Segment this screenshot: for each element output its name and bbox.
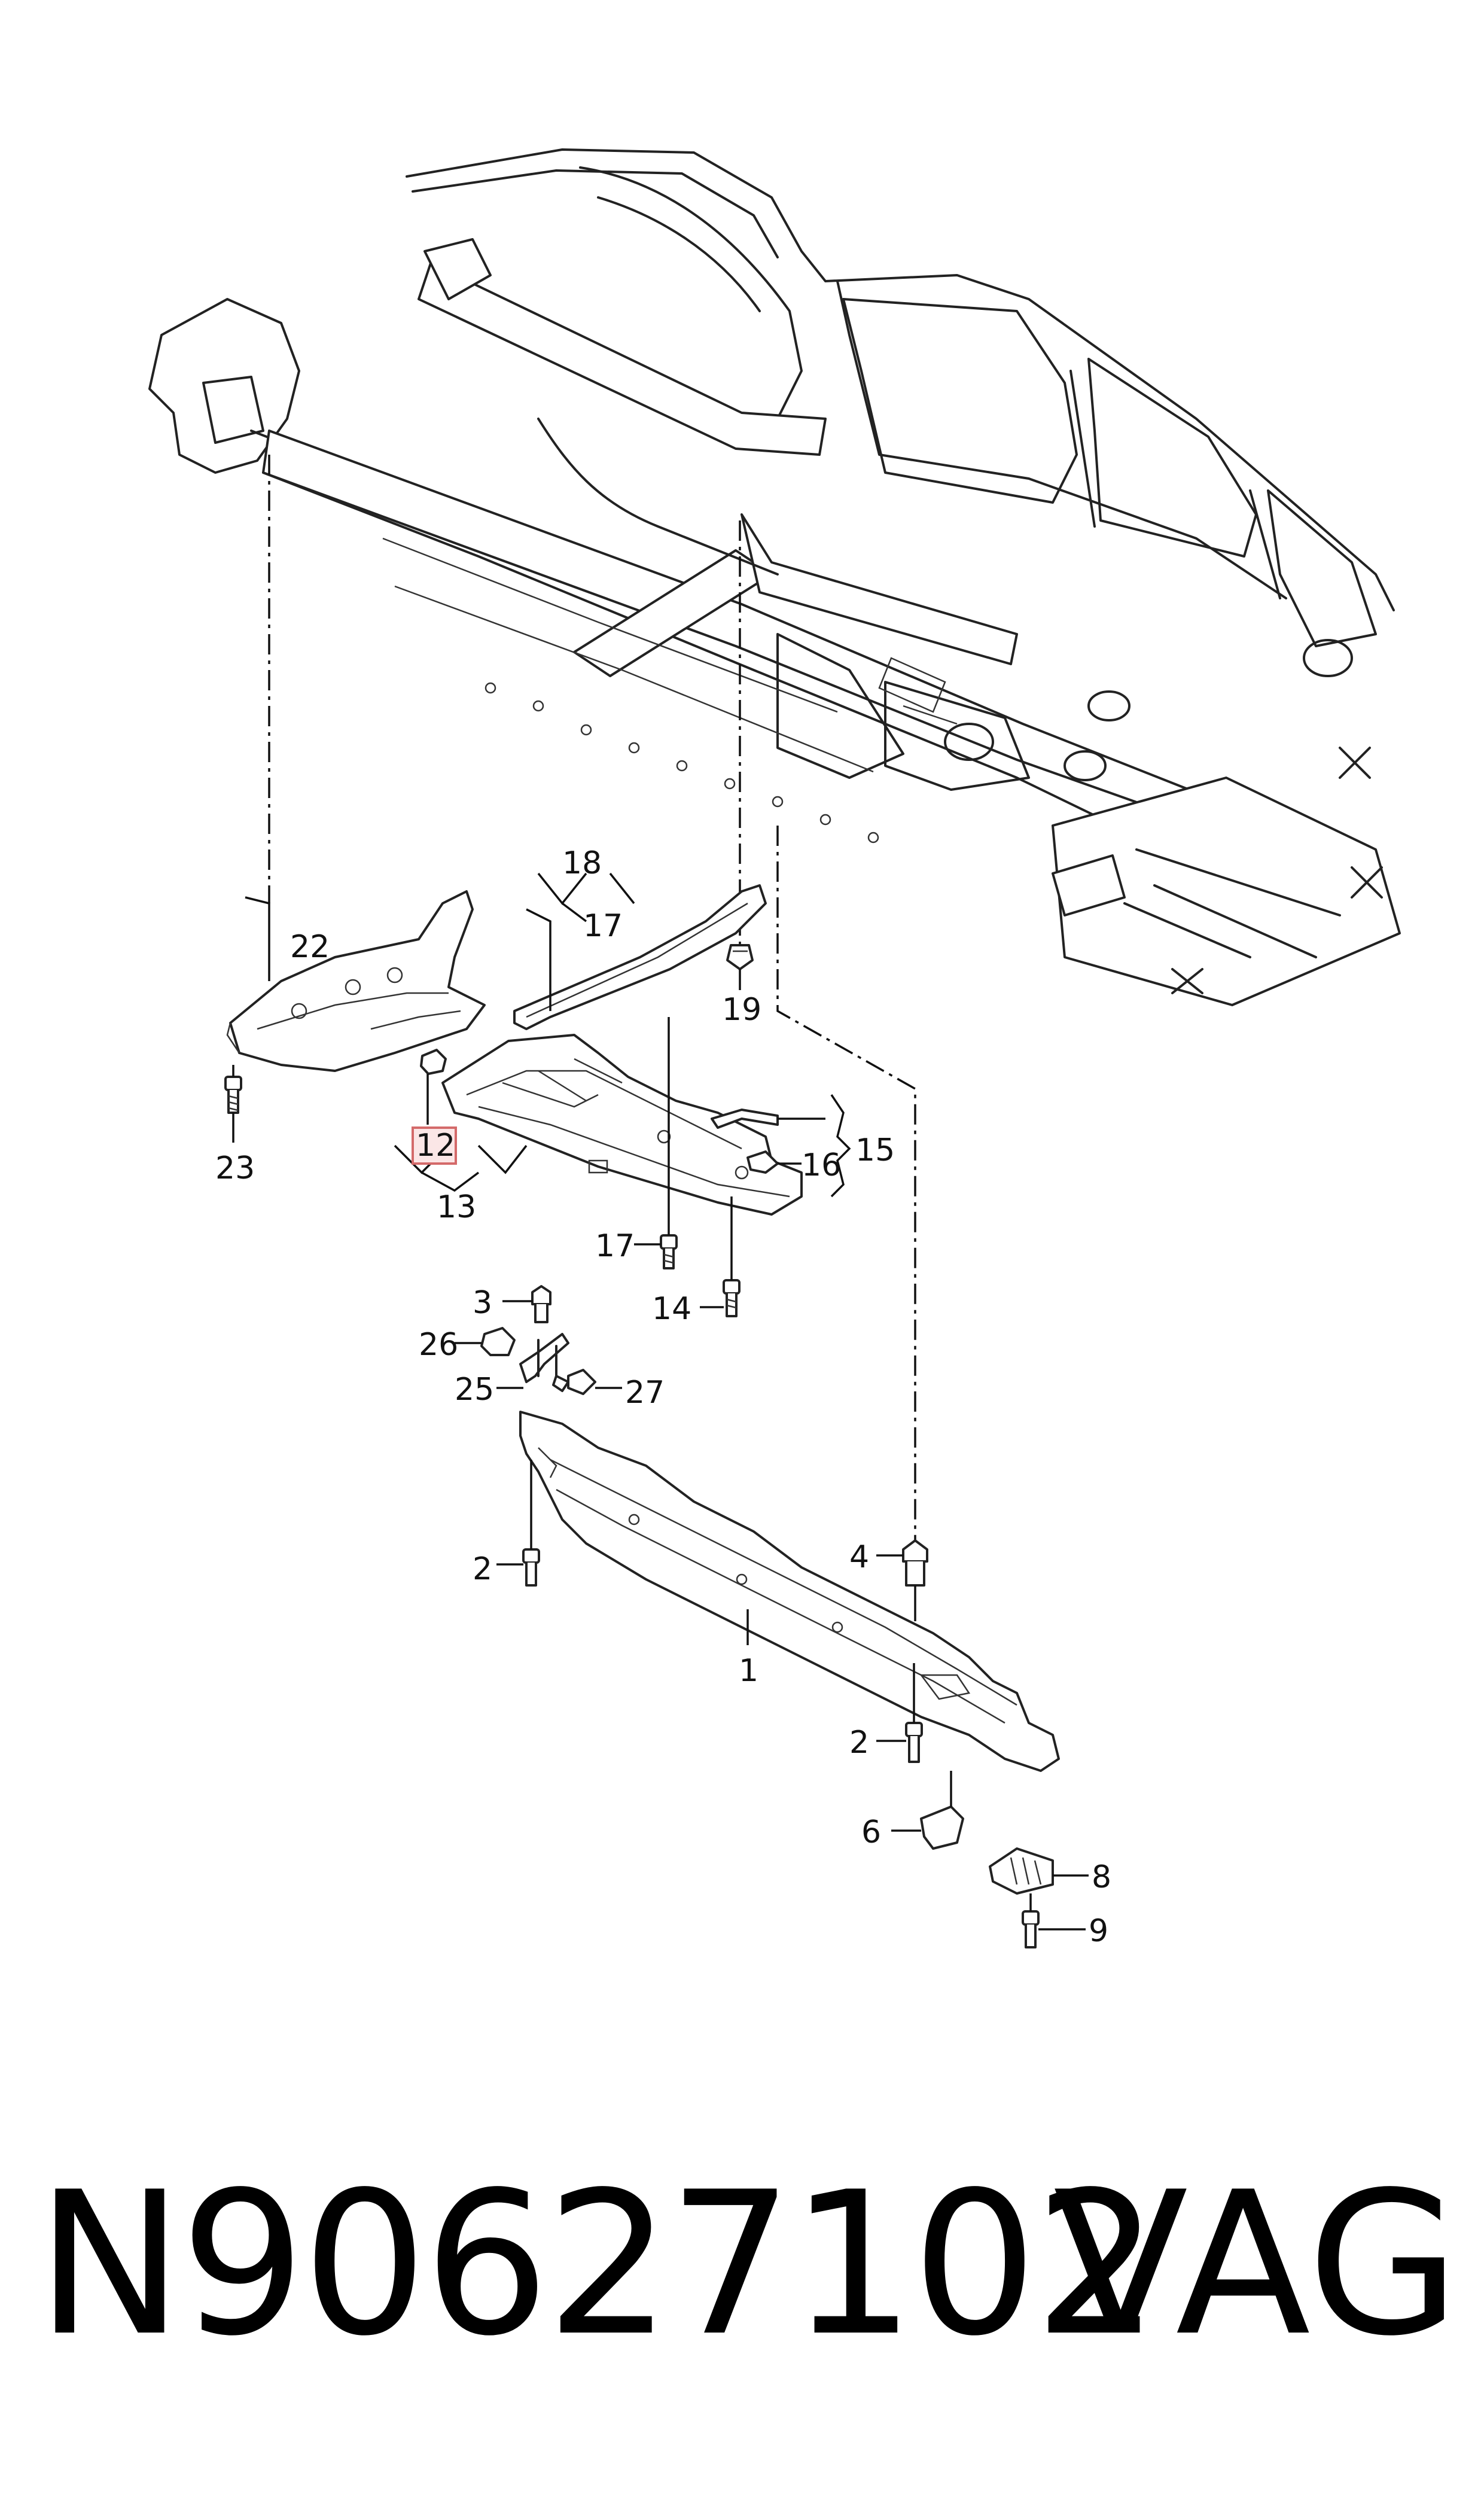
cap-6 bbox=[920, 1805, 964, 1850]
label-14: 14 bbox=[652, 1291, 691, 1327]
brand-name: VAG bbox=[1053, 2149, 1460, 2379]
label-17-bottom: 17 bbox=[595, 1228, 635, 1264]
part-1-sill-panel bbox=[519, 1411, 1060, 1772]
clip-12 bbox=[420, 1049, 447, 1075]
bolt-2-upper bbox=[522, 1548, 540, 1587]
label-3: 3 bbox=[473, 1285, 492, 1321]
label-19: 19 bbox=[722, 992, 761, 1028]
label-25: 25 bbox=[455, 1372, 494, 1408]
part-22-shield bbox=[226, 890, 486, 1072]
nut-19 bbox=[726, 944, 754, 970]
nut-26 bbox=[480, 1327, 516, 1356]
label-4: 4 bbox=[849, 1539, 869, 1575]
label-8: 8 bbox=[1092, 1859, 1111, 1895]
label-26: 26 bbox=[419, 1327, 458, 1363]
bracket-25 bbox=[519, 1333, 569, 1383]
highlight-12 bbox=[412, 1126, 457, 1165]
part-18-bracket bbox=[513, 884, 767, 1030]
label-12: 12 bbox=[416, 1128, 455, 1164]
car-underbody-illustration bbox=[148, 148, 1401, 1006]
footer: N90627102 VAG bbox=[0, 2166, 1484, 2417]
label-23: 23 bbox=[215, 1150, 255, 1186]
label-1: 1 bbox=[739, 1653, 758, 1689]
alignment-lines bbox=[268, 455, 916, 1555]
bolt-14 bbox=[723, 1279, 741, 1317]
parts-diagram: 22 23 18 17 19 12 13 bbox=[148, 148, 1401, 1949]
screw-4 bbox=[902, 1539, 928, 1587]
part-15-clip bbox=[711, 1109, 779, 1174]
label-13: 13 bbox=[437, 1189, 476, 1225]
dash-line-14 bbox=[776, 826, 916, 1555]
label-2-upper: 2 bbox=[473, 1551, 492, 1587]
label-27: 27 bbox=[625, 1375, 665, 1411]
label-18: 18 bbox=[562, 845, 602, 881]
bolt-9 bbox=[1022, 1910, 1040, 1948]
bolt-17 bbox=[660, 1234, 678, 1269]
label-15: 15 bbox=[855, 1132, 895, 1168]
part-number: N90627102 bbox=[36, 2149, 1160, 2379]
bolt-27 bbox=[552, 1369, 596, 1395]
label-22: 22 bbox=[290, 929, 330, 965]
label-16: 16 bbox=[802, 1147, 841, 1183]
bolt-2-lower bbox=[905, 1722, 923, 1763]
bolt-23 bbox=[224, 1076, 242, 1114]
label-6: 6 bbox=[861, 1814, 881, 1850]
part-13-center-shield bbox=[441, 1034, 803, 1216]
label-2-lower: 2 bbox=[849, 1725, 869, 1761]
bolt-3 bbox=[531, 1285, 551, 1323]
label-9: 9 bbox=[1089, 1913, 1108, 1949]
clip-8 bbox=[989, 1847, 1054, 1895]
label-17-top: 17 bbox=[583, 908, 623, 944]
